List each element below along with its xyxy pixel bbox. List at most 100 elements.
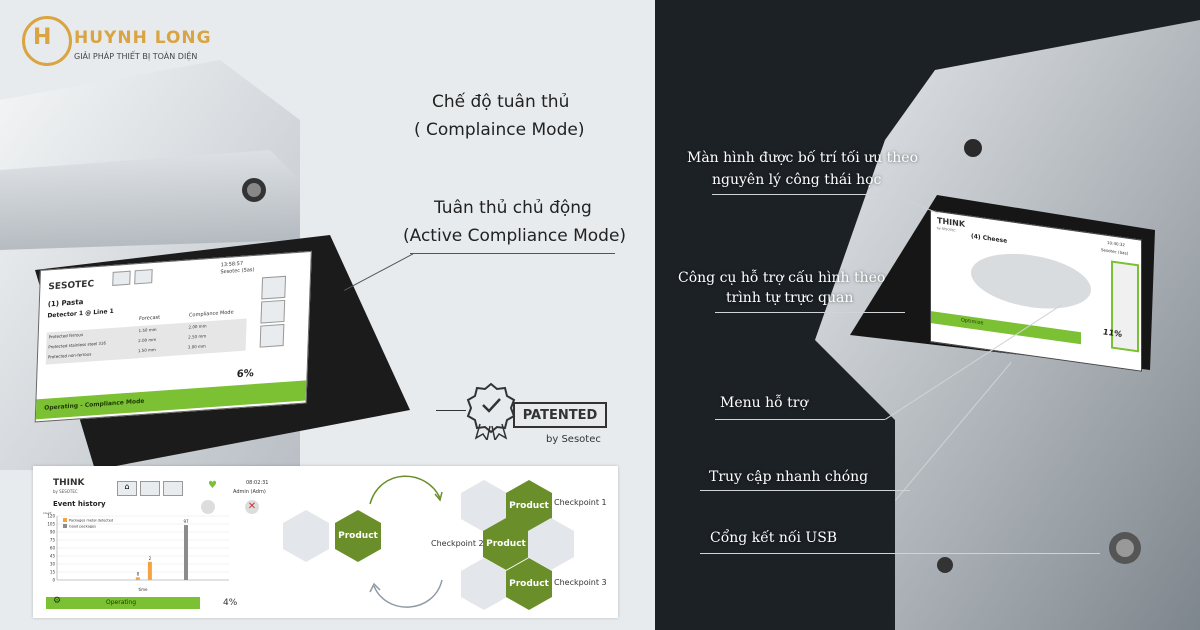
product-hex: Product: [483, 518, 529, 570]
legend-entry: Good packages: [69, 525, 96, 529]
product-name: (4) Cheese: [971, 232, 1008, 245]
checkpoint-2-label: Checkpoint 2: [431, 539, 484, 548]
status-text: Operating - Compliance Mode: [44, 397, 145, 412]
progress-percent: 6%: [236, 368, 254, 381]
checkpoint-1-label: Checkpoint 1: [554, 498, 607, 507]
y-axis-label: count: [43, 511, 52, 515]
heart-icon: ♥: [208, 480, 217, 491]
product-hex: Product: [335, 510, 381, 562]
y-tick-label: 75: [50, 538, 56, 543]
event-history-panel: THINK by SESOTEC Event history ⌂ ♥ 08:02…: [33, 466, 618, 618]
usb-label: Cổng kết nối USB: [710, 530, 838, 546]
legend-swatch: [63, 518, 67, 522]
hex-empty: [283, 510, 329, 562]
menu-label: Menu hỗ trợ: [720, 395, 808, 411]
screen-user: Sesotec (Sas): [1101, 247, 1129, 256]
status-text: Optimize: [961, 317, 984, 327]
cycle-arrow-icon: [369, 475, 443, 505]
y-tick-label: 105: [47, 522, 55, 527]
patented-label: PATENTED: [513, 402, 607, 428]
status-text: Operating: [106, 599, 136, 606]
y-tick-label: 60: [50, 546, 56, 551]
close-button[interactable]: ✕: [245, 500, 259, 514]
data-label: 2: [149, 556, 152, 561]
y-tick-label: 120: [47, 514, 55, 519]
left-panel: SESOTEC 13:58:57 Sesotec (Sas) (1) Pasta…: [0, 0, 655, 630]
tools-button[interactable]: [260, 299, 286, 324]
progress-percent: 11%: [1103, 327, 1123, 340]
hex-empty: [528, 518, 574, 570]
save-button[interactable]: [261, 275, 287, 300]
message-button[interactable]: [134, 269, 153, 285]
company-tagline: GIẢI PHÁP THIẾT BỊ TOÀN DIỆN: [74, 52, 198, 61]
row-mode: 2.50 mm: [188, 333, 207, 340]
gear-icon: ⚙: [53, 596, 62, 606]
screen-time: 10:40:32: [1107, 239, 1125, 248]
active-mode-vi: Tuân thủ chủ động: [434, 198, 592, 218]
key-button[interactable]: [163, 481, 183, 496]
row-label: Protected stainless steel 316: [48, 340, 107, 350]
y-tick-label: 45: [50, 554, 56, 559]
callout-line: [715, 312, 905, 313]
quick-access-label: Truy cập nhanh chóng: [709, 469, 869, 485]
settings-button[interactable]: [259, 323, 285, 348]
chart-bar: [147, 561, 152, 580]
data-label: 8: [137, 571, 140, 576]
message-button[interactable]: [140, 481, 160, 496]
tool-label-1: Công cụ hỗ trợ cấu hình theo: [678, 270, 886, 286]
hex-empty: [461, 558, 507, 610]
col-mode: Compliance Mode: [188, 309, 234, 319]
cycle-arrow-icon: [369, 579, 443, 608]
company-logo-icon: H: [22, 16, 72, 66]
screen-label-2: nguyên lý công thái học: [712, 172, 882, 188]
home-icon: ⌂: [124, 482, 130, 491]
checkpoint-3-label: Checkpoint 3: [554, 578, 607, 587]
detector-name: Detector 1 @ Line 1: [47, 307, 114, 320]
screen-user: Sesotec (Sas): [220, 266, 255, 276]
legend-swatch: [63, 524, 67, 528]
event-title: Event history: [53, 500, 106, 508]
right-panel: THINK by SESOTEC (4) Cheese 10:40:32 Ses…: [655, 0, 1200, 630]
filter-button[interactable]: [201, 500, 215, 514]
callout-line: [410, 253, 615, 254]
patented-by: by Sesotec: [546, 434, 601, 445]
y-tick-label: 90: [50, 530, 56, 535]
chart-bar: [135, 577, 140, 580]
tool-label-2: trình tự trực quan: [726, 290, 854, 306]
y-tick-label: 15: [50, 570, 56, 575]
event-time: 08:02:31: [246, 480, 269, 486]
detection-table: Protected ferrous 1.50 mm 2.00 mm Protec…: [45, 318, 247, 365]
y-tick-label: 30: [50, 562, 56, 567]
row-label: Protected non-ferrous: [47, 351, 92, 360]
callout-line: [436, 410, 466, 411]
row-mode: 2.00 mm: [188, 323, 207, 330]
active-mode-en: (Active Compliance Mode): [403, 226, 627, 246]
home-button[interactable]: ⌂: [117, 481, 137, 496]
product-name: (1) Pasta: [47, 297, 84, 309]
row-label: Protected ferrous: [48, 332, 84, 340]
y-tick-label: 0: [52, 578, 55, 583]
think-logo: THINK: [53, 478, 85, 488]
compliance-screen: SESOTEC 13:58:57 Sesotec (Sas) (1) Pasta…: [34, 250, 312, 423]
screen-label-1: Màn hình được bố trí tối ưu theo: [687, 150, 919, 166]
compliance-mode-en: ( Complaince Mode): [414, 120, 585, 140]
callout-line: [712, 194, 892, 195]
status-bar: Operating: [46, 597, 200, 609]
row-forecast: 1.50 mm: [138, 326, 157, 334]
company-name: HUYNH LONG: [74, 28, 212, 48]
patent-seal-icon: [466, 382, 516, 440]
pie-view: [971, 246, 1091, 316]
sesotec-logo: SESOTEC: [48, 279, 95, 293]
chart-bar: [184, 525, 188, 580]
row-mode: 3.00 mm: [187, 343, 206, 350]
sidebar-tools[interactable]: [1111, 260, 1139, 353]
callout-line: [700, 553, 1100, 554]
col-forecast: Forecast: [138, 314, 161, 323]
row-forecast: 2.00 mm: [138, 336, 157, 344]
home-button[interactable]: [112, 270, 131, 286]
compliance-mode-vi: Chế độ tuân thủ: [432, 92, 570, 112]
row-forecast: 1.50 mm: [137, 346, 156, 354]
event-user: Admin (Adm): [233, 489, 266, 495]
data-label: 97: [183, 519, 189, 524]
